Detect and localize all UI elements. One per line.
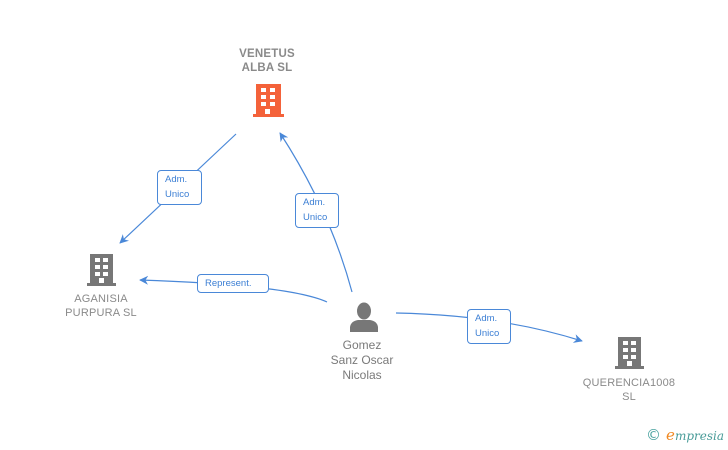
edge-label-gomez-venetus[interactable]: Adm. Unico bbox=[295, 193, 339, 228]
edge-label-venetus-aganisia[interactable]: Adm. Unico bbox=[157, 170, 202, 205]
brand-initial: e bbox=[666, 426, 675, 444]
person-icon[interactable] bbox=[350, 302, 378, 333]
brand-rest: mpresia bbox=[674, 429, 724, 443]
building-icon[interactable] bbox=[253, 84, 284, 117]
building-icon[interactable] bbox=[615, 337, 644, 369]
building-icon[interactable] bbox=[87, 254, 116, 286]
company-name-querencia[interactable]: QUERENCIA1008 SL bbox=[582, 377, 676, 403]
person-name-gomez[interactable]: Gomez Sanz Oscar Nicolas bbox=[330, 338, 394, 382]
company-name-venetus[interactable]: VENETUS ALBA SL bbox=[239, 48, 295, 74]
company-name-aganisia[interactable]: AGANISIA PURPURA SL bbox=[65, 293, 137, 319]
edge-label-gomez-aganisia[interactable]: Represent. bbox=[197, 274, 269, 293]
edge-label-gomez-querencia[interactable]: Adm. Unico bbox=[467, 309, 511, 344]
footer-brand: © empresia bbox=[646, 426, 724, 444]
copyright-icon: © bbox=[646, 426, 662, 444]
empresia-logo[interactable]: empresia bbox=[666, 426, 724, 444]
